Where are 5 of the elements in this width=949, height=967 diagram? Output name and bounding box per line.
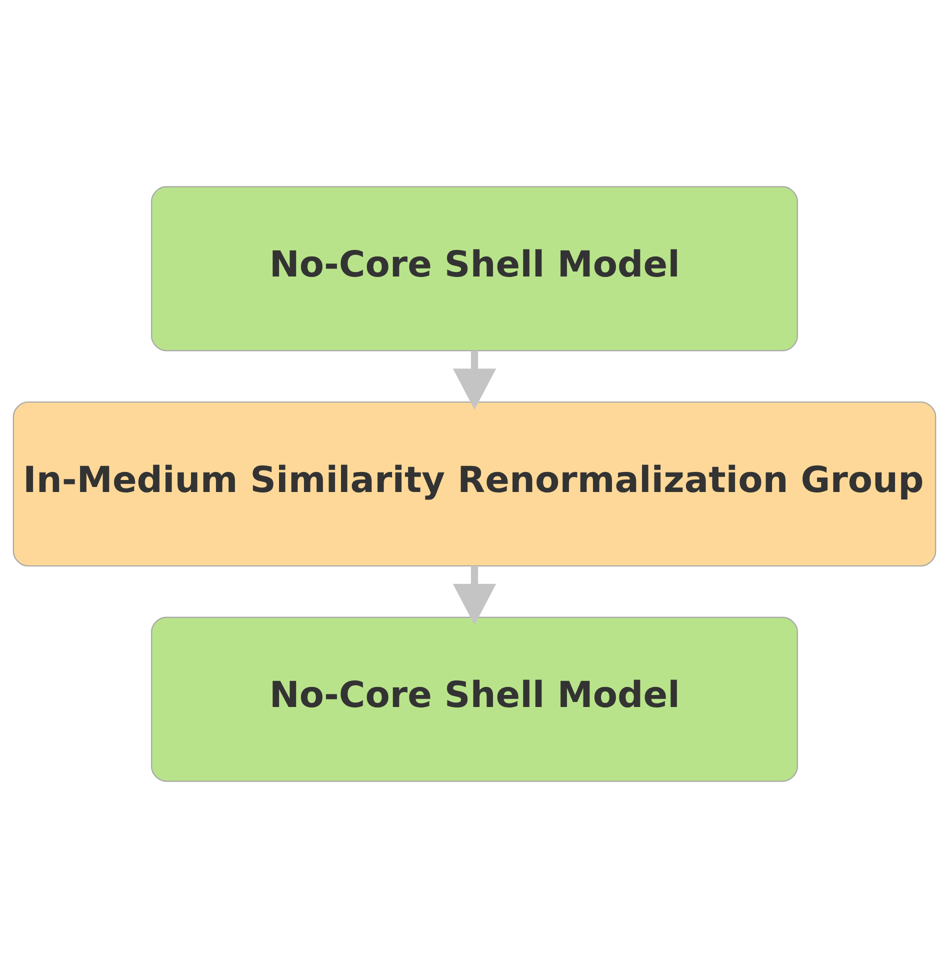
- arrow: [452, 350, 496, 410]
- node-box: No-Core Shell Model: [150, 186, 798, 351]
- arrow: [452, 566, 496, 625]
- node-box: In-Medium Similarity Renormalization Group: [12, 400, 936, 566]
- node-box: No-Core Shell Model: [150, 616, 798, 782]
